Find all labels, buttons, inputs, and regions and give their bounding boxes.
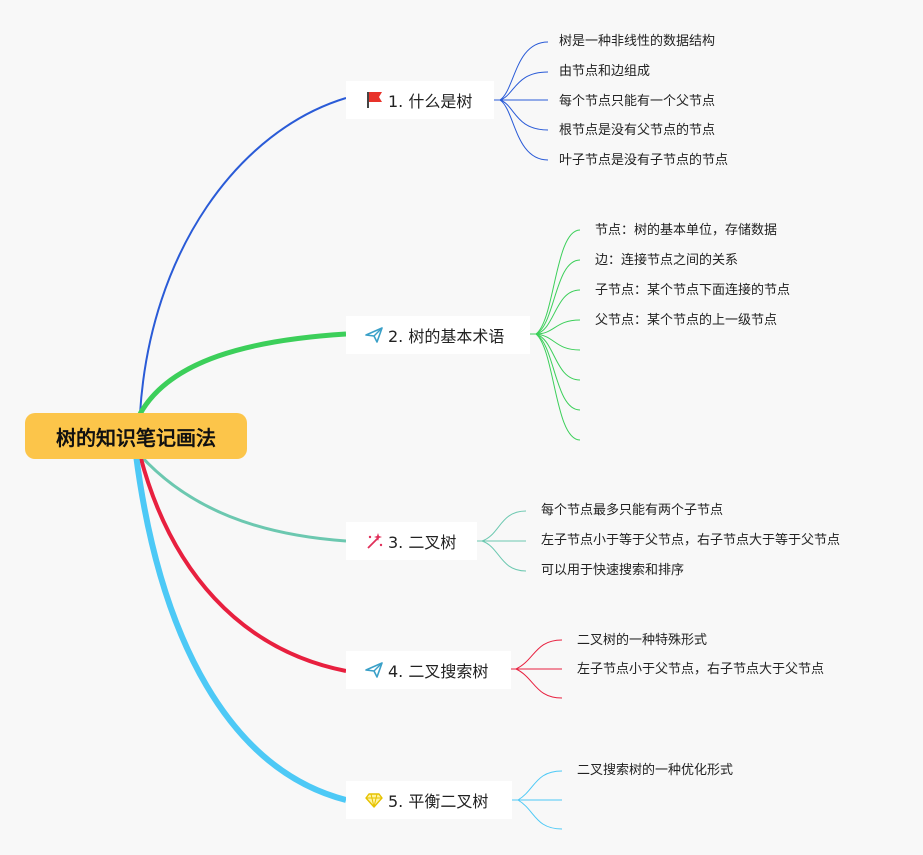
branch-binary-search-tree[interactable]: 4. 二叉搜索树: [346, 651, 511, 689]
connector-branch-5: [133, 454, 347, 803]
connector-branch-3: [138, 453, 347, 543]
leaf-item[interactable]: 树是一种非线性的数据结构: [559, 34, 716, 49]
connector-branch-1: [139, 97, 347, 415]
leaf-item[interactable]: 左子节点小于等于父节点，右子节点大于等于父节点: [541, 533, 841, 548]
leaf-item[interactable]: 子节点：某个节点下面连接的节点: [595, 283, 791, 298]
branch-label: 5. 平衡二叉树: [388, 792, 489, 811]
leaf-item[interactable]: 父节点：某个节点的上一级节点: [595, 313, 778, 328]
leaf-item[interactable]: 由节点和边组成: [559, 64, 651, 79]
leaf-item[interactable]: 可以用于快速搜索和排序: [541, 563, 685, 578]
root-topic-label: 树的知识笔记画法: [56, 425, 216, 450]
leaf-item[interactable]: 每个节点最多只能有两个子节点: [541, 503, 724, 518]
leaf-item[interactable]: 叶子节点是没有子节点的节点: [559, 153, 729, 168]
leaf-item[interactable]: 边：连接节点之间的关系: [595, 253, 739, 268]
branch-label: 2. 树的基本术语: [388, 327, 505, 346]
connectors-branch-5-leaves: [512, 770, 563, 830]
root-topic[interactable]: 树的知识笔记画法: [25, 413, 247, 459]
paper-plane-icon: [364, 325, 384, 345]
connectors-branch-3-leaves: [477, 510, 527, 572]
connector-branch-2: [137, 331, 347, 416]
diamond-icon: [364, 790, 384, 810]
branch-label: 4. 二叉搜索树: [388, 662, 489, 681]
connector-branch-4: [138, 454, 347, 673]
paper-plane-icon: [364, 660, 384, 680]
connectors-branch-4-leaves: [511, 639, 563, 699]
branch-what-is-tree[interactable]: 1. 什么是树: [346, 81, 494, 119]
sparkle-wand-icon: [364, 531, 384, 551]
branch-basic-terms[interactable]: 2. 树的基本术语: [346, 316, 530, 354]
branch-label: 1. 什么是树: [388, 92, 473, 111]
connectors-branch-1-leaves: [494, 41, 549, 161]
leaf-item[interactable]: 每个节点只能有一个父节点: [559, 94, 716, 109]
red-flag-icon: [364, 90, 384, 110]
leaf-item[interactable]: 二叉搜索树的一种优化形式: [577, 763, 734, 778]
branch-label: 3. 二叉树: [388, 533, 457, 552]
branch-binary-tree[interactable]: 3. 二叉树: [346, 522, 477, 560]
leaf-item[interactable]: 节点：树的基本单位，存储数据: [595, 223, 778, 238]
leaf-item[interactable]: 根节点是没有父节点的节点: [559, 123, 716, 138]
branch-balanced-binary-tree[interactable]: 5. 平衡二叉树: [346, 781, 512, 819]
connectors-branch-2-leaves: [530, 229, 581, 441]
leaf-item[interactable]: 左子节点小于父节点，右子节点大于父节点: [577, 662, 825, 677]
leaf-item[interactable]: 二叉树的一种特殊形式: [577, 633, 708, 648]
